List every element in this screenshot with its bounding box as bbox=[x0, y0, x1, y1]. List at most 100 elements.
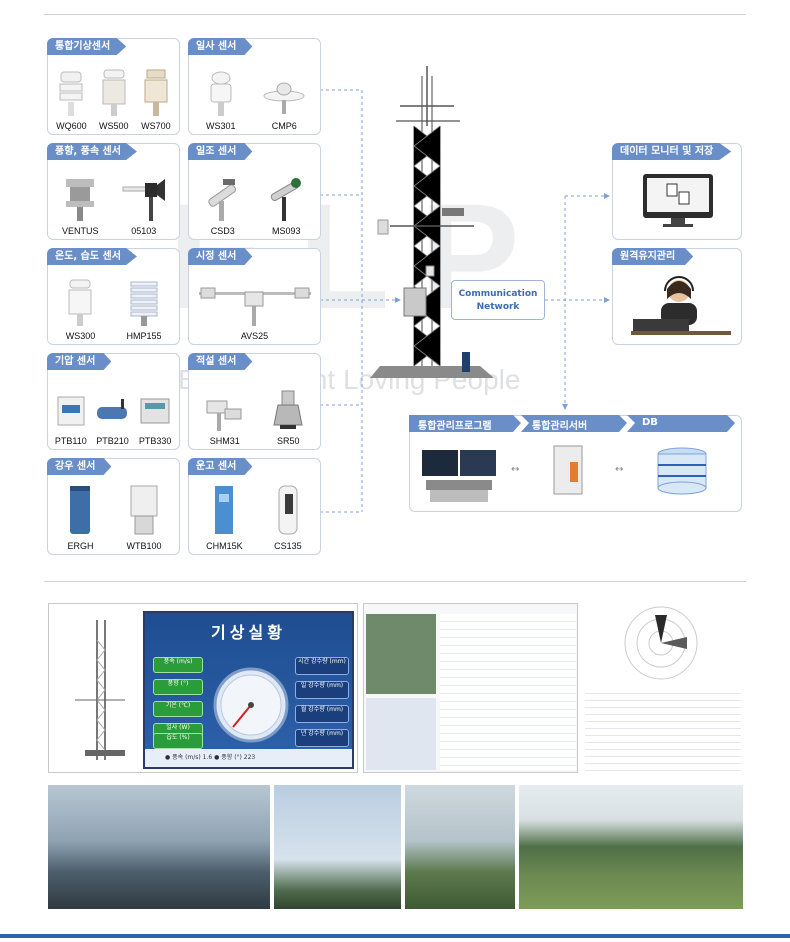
sensor-card-cloud: 운고 센서 CHM15K CS135 bbox=[188, 458, 321, 555]
sensor-image bbox=[68, 279, 92, 326]
sensor-model: PTB110 bbox=[54, 436, 87, 446]
sensor-model: CMP6 bbox=[271, 121, 297, 131]
sensor-card-rain: 강우 센서 ERGH WTB100 bbox=[47, 458, 180, 555]
sensor-image bbox=[97, 399, 128, 419]
sensor-model: HMP155 bbox=[126, 331, 162, 341]
temperature-box: 기온 (℃) bbox=[153, 701, 203, 717]
sensor-item: PTB330 bbox=[137, 389, 173, 446]
sensor-model: WTB100 bbox=[126, 541, 162, 551]
sensor-item: HMP155 bbox=[126, 278, 161, 341]
sensor-model: SR50 bbox=[276, 436, 300, 446]
sensor-card-sunshine: 일조 센서 CSD3 MS093 bbox=[188, 143, 321, 240]
remote-maintenance-panel: 원격유지관리 bbox=[612, 248, 742, 345]
card-title: 강우 센서 bbox=[47, 458, 112, 475]
card-title: 일사 센서 bbox=[188, 38, 253, 55]
sensor-card-solar: 일사 센서 WS301 CMP6 bbox=[188, 38, 321, 135]
monitoring-software-screenshot bbox=[363, 603, 578, 773]
weather-tower-illustration bbox=[370, 66, 494, 378]
wind-direction-box: 풍향 (°) bbox=[153, 679, 203, 695]
system-server-title: 통합관리서버 bbox=[532, 421, 588, 432]
sensor-image bbox=[215, 486, 234, 534]
sensor-image bbox=[263, 82, 305, 114]
sensor-item: ERGH bbox=[65, 484, 95, 551]
system-db-title: DB bbox=[642, 417, 658, 428]
sensor-image bbox=[206, 400, 242, 431]
yearly-rain-box: 년 강수량 (mm) bbox=[295, 729, 349, 747]
sensor-model: WS301 bbox=[205, 121, 236, 131]
sensor-model: CS135 bbox=[274, 541, 302, 551]
card-title: 운고 센서 bbox=[188, 458, 253, 475]
sensor-item: 05103 bbox=[121, 173, 167, 236]
sensor-model: PTB330 bbox=[138, 436, 172, 446]
card-title: 적설 센서 bbox=[188, 353, 253, 370]
wind-rose-screenshot bbox=[583, 603, 743, 773]
middle-divider bbox=[44, 581, 746, 582]
sensor-model: WS700 bbox=[141, 121, 171, 131]
wind-gauge bbox=[213, 667, 289, 743]
sensor-image bbox=[57, 396, 85, 426]
sensor-card-snow: 적설 센서 SHM31 SR50 bbox=[188, 353, 321, 450]
card-title: 온도, 습도 센서 bbox=[47, 248, 137, 265]
sensor-item: SR50 bbox=[270, 389, 306, 446]
operator-icon bbox=[631, 276, 731, 335]
sensor-model: AVS25 bbox=[240, 331, 269, 341]
sensor-card-wind: 풍향, 풍속 센서 VENTUS 05103 bbox=[47, 143, 180, 240]
sensor-card-pressure: 기압 센서 PTB110 PTB210 PTB330 bbox=[47, 353, 180, 450]
wind-speed-box: 풍속 (m/s) bbox=[153, 657, 203, 673]
weather-status-panel: 기상실황 풍속 (m/s) 풍향 (°) 기온 (℃) 일사 (W) 습도 (%… bbox=[143, 611, 354, 769]
card-title: 일조 센서 bbox=[188, 143, 253, 160]
sensor-item: WS500 bbox=[99, 68, 129, 131]
sensor-image bbox=[70, 486, 91, 534]
sensor-image bbox=[208, 179, 236, 221]
sensor-card-integrated: 통합기상센서 WQ600 WS500 WS700 bbox=[47, 38, 180, 135]
bottom-accent-bar bbox=[0, 934, 790, 938]
sensor-image bbox=[210, 71, 232, 116]
sensor-item: WS301 bbox=[203, 68, 239, 131]
management-system-panel: 통합관리프로그램 통합관리서버 DB ↔ ↔ bbox=[409, 415, 742, 512]
card-title: 시정 센서 bbox=[188, 248, 253, 265]
satellite-map-image bbox=[366, 614, 436, 694]
sensor-item: WS700 bbox=[141, 68, 171, 131]
sensor-model: PTB210 bbox=[96, 436, 129, 446]
card-title: 기압 센서 bbox=[47, 353, 112, 370]
sensor-image bbox=[59, 71, 83, 116]
tower-thumbnail bbox=[75, 620, 125, 760]
sensor-image bbox=[278, 485, 298, 535]
sensor-model: CHM15K bbox=[206, 541, 243, 551]
humidity-box: 습도 (%) bbox=[153, 733, 203, 749]
sensor-item: AVS25 bbox=[195, 278, 315, 341]
sensor-item: PTB210 bbox=[95, 389, 129, 446]
sensor-model: WS500 bbox=[98, 121, 129, 131]
sensor-card-visibility: 시정 센서 AVS25 bbox=[188, 248, 321, 345]
sensor-image bbox=[140, 398, 170, 424]
sensor-model: SHM31 bbox=[209, 436, 240, 446]
panel-title: 데이터 모니터 및 저장 bbox=[612, 143, 732, 160]
monthly-rain-box: 월 강수량 (mm) bbox=[295, 705, 349, 723]
sensor-item: WS300 bbox=[65, 278, 95, 341]
daily-rain-box: 일 강수량 (mm) bbox=[295, 681, 349, 699]
connector-lines bbox=[320, 89, 610, 513]
site-photo-field bbox=[405, 785, 515, 909]
sensor-item: SHM31 bbox=[203, 389, 247, 446]
monitor-icon bbox=[643, 174, 713, 227]
network-label-line1: Communication bbox=[458, 289, 538, 299]
site-photo-tower-sky bbox=[274, 785, 401, 909]
sensor-image bbox=[198, 287, 311, 326]
hourly-rain-box: 시간 강수량 (mm) bbox=[295, 657, 349, 675]
sensor-image bbox=[122, 179, 165, 221]
weather-footer: ● 풍속 (m/s) 1.6 ● 풍향 (°) 223 bbox=[145, 749, 352, 767]
sensor-card-temp-humidity: 온도, 습도 센서 WS300 HMP155 bbox=[47, 248, 180, 345]
sensor-model: MS093 bbox=[271, 226, 301, 236]
sensor-item: VENTUS bbox=[60, 173, 100, 236]
sensor-item: CS135 bbox=[273, 484, 303, 551]
site-photo-coast bbox=[48, 785, 270, 909]
data-grid-image bbox=[440, 614, 576, 770]
program-screen-icon bbox=[422, 450, 496, 502]
bidirectional-arrow-icon: ↔ bbox=[511, 464, 520, 475]
sensor-image bbox=[130, 485, 158, 535]
sensor-item: CSD3 bbox=[203, 173, 243, 236]
data-monitor-panel: 데이터 모니터 및 저장 bbox=[612, 143, 742, 240]
regional-map-image bbox=[366, 698, 436, 770]
sensor-model: 05103 bbox=[131, 226, 157, 236]
server-icon bbox=[553, 445, 583, 495]
